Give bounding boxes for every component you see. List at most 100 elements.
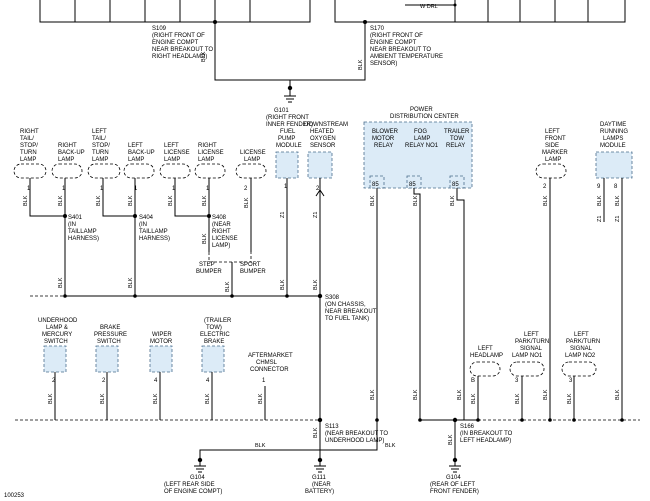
splice-s401-label: S401 (IN TAILLAMP HARNESS) [68,215,99,242]
svg-text:1: 1 [172,186,176,192]
svg-text:(RIGHT FRONT OF: (RIGHT FRONT OF [370,33,423,39]
svg-text:WIPER: WIPER [152,332,172,338]
svg-text:SWITCH: SWITCH [44,339,68,345]
svg-text:LICENSE: LICENSE [240,150,266,156]
svg-text:TAILLAMP: TAILLAMP [139,229,168,235]
svg-text:LAMP: LAMP [198,157,214,163]
svg-text:AMBIENT TEMPERATURE: AMBIENT TEMPERATURE [370,54,443,60]
svg-text:NEAR BREAKOUT TO: NEAR BREAKOUT TO [370,47,431,53]
svg-text:SIDE: SIDE [545,143,559,149]
svg-text:85: 85 [452,182,459,188]
svg-text:BRAKE: BRAKE [100,325,120,331]
splice-s308-label: S308 (ON CHASSIS, NEAR BREAKOUT TO FUEL … [325,295,377,322]
svg-text:BLK: BLK [202,233,208,244]
ground-g104-fender: G104 (REAR OF LEFT FRONT FENDER) [430,457,479,495]
svg-text:BLK: BLK [153,393,159,404]
svg-text:BLK: BLK [413,195,419,206]
svg-text:LEFT: LEFT [524,332,539,338]
svg-text:AFTERMARKET: AFTERMARKET [248,353,293,359]
ground-g104-engine: G104 (LEFT REAR SIDE OF ENGINE COMPT) [164,457,222,495]
svg-text:PARK/TURN: PARK/TURN [515,339,549,345]
svg-text:RIGHT: RIGHT [20,129,39,135]
svg-text:FRONT FENDER): FRONT FENDER) [430,489,479,495]
svg-text:LAMP: LAMP [164,157,180,163]
svg-text:DOWNSTREAM: DOWNSTREAM [304,122,348,128]
splice-s109-label: S109 (RIGHT FRONT OF ENGINE COMPT NEAR B… [152,26,213,60]
svg-text:SENSOR): SENSOR) [370,61,397,67]
svg-text:BLK: BLK [543,389,549,400]
svg-text:DISTRIBUTION CENTER: DISTRIBUTION CENTER [390,114,459,120]
svg-text:HARNESS): HARNESS) [139,236,170,242]
fuel-pump-module: FUEL PUMP MODULE 1 [275,129,302,190]
svg-text:PARK/TURN: PARK/TURN [566,339,600,345]
svg-text:CHMSL: CHMSL [256,360,278,366]
svg-text:TURN: TURN [92,150,109,156]
svg-text:SWITCH: SWITCH [97,339,121,345]
figure-id: 100253 [4,493,25,499]
svg-text:S109: S109 [152,26,167,32]
svg-text:NEAR BREAKOUT TO: NEAR BREAKOUT TO [152,47,213,53]
svg-text:BLK: BLK [370,195,376,206]
svg-text:PUMP: PUMP [278,136,295,142]
svg-text:1: 1 [206,186,210,192]
svg-text:BLK: BLK [58,277,64,288]
svg-text:LAMP: LAMP [545,157,561,163]
svg-text:BLK: BLK [168,195,174,206]
svg-text:LAMP: LAMP [58,157,74,163]
left-back-up-lamp: LEFT BACK-UP LAMP 1 [123,143,155,192]
svg-text:BLK: BLK [128,195,134,206]
splice-s404-label: S404 (IN TAILLAMP HARNESS) [139,215,170,242]
svg-text:LAMP: LAMP [128,157,144,163]
svg-text:8: 8 [614,184,618,190]
left-tail-stop-turn-lamp: LEFT TAIL/ STOP/ TURN LAMP 1 [87,129,121,192]
svg-text:PRESSURE: PRESSURE [94,332,127,338]
svg-text:BLK: BLK [450,195,456,206]
svg-text:S170: S170 [370,26,385,32]
svg-text:2: 2 [52,378,56,384]
svg-text:BLK: BLK [471,393,477,404]
svg-text:1: 1 [134,186,138,192]
svg-text:TOW): TOW) [206,325,222,331]
svg-text:ENGINE COMPT: ENGINE COMPT [152,40,199,46]
svg-text:2: 2 [543,184,547,190]
svg-text:CONNECTOR: CONNECTOR [250,367,289,373]
svg-text:BLK: BLK [96,195,102,206]
svg-text:MODULE: MODULE [276,143,302,149]
top-harness: W DRL BLK BLK S109 (RIGHT FRONT OF ENGIN… [39,0,626,128]
svg-text:TRAILER: TRAILER [444,129,470,135]
left-license-lamp: LEFT LICENSE LAMP 1 [159,143,191,192]
splice-s408-label: S408 (NEAR RIGHT LICENSE LAMP) [212,215,238,249]
svg-text:ENGINE COMPT: ENGINE COMPT [370,40,417,46]
svg-text:MARKER: MARKER [542,150,568,156]
svg-text:SPORT: SPORT [240,262,261,268]
svg-text:85: 85 [409,182,416,188]
splice-s166-label: S166 (IN BREAKOUT TO LEFT HEADLAMP) [460,424,513,444]
power-distribution-center: POWER DISTRIBUTION CENTER BLOWER MOTOR R… [363,107,473,189]
svg-text:(IN: (IN [68,222,76,228]
svg-text:LICENSE: LICENSE [198,150,224,156]
svg-text:BLK: BLK [413,389,419,400]
svg-text:RIGHT: RIGHT [212,229,231,235]
svg-text:BATTERY): BATTERY) [305,489,334,495]
downstream-heated-oxygen-sensor: DOWNSTREAM HEATED OXYGEN SENSOR 2 [304,122,348,192]
svg-text:S308: S308 [325,295,340,301]
left-park-turn-signal-lamp-no1: LEFT PARK/TURN SIGNAL LAMP NO1 3 [509,332,549,384]
svg-text:BLK: BLK [313,279,319,290]
svg-text:LICENSE: LICENSE [212,236,238,242]
svg-text:BUMPER: BUMPER [240,269,266,275]
svg-text:BACK-UP: BACK-UP [128,150,155,156]
lower-ground-wires: BLK BLK BLK BLK BLK BLK BLK BLK BLK BLK … [15,372,640,495]
svg-text:FUEL: FUEL [280,129,296,135]
left-park-turn-signal-lamp-no2: LEFT PARK/TURN SIGNAL LAMP NO2 3 [561,332,600,384]
svg-text:(IN: (IN [139,222,147,228]
svg-text:BLK: BLK [255,443,266,449]
daytime-running-lamps-module: DAYTIME RUNNING LAMPS MODULE 9 8 [595,122,633,190]
svg-text:RIGHT: RIGHT [198,143,217,149]
trailer-tow-electric-brake: (TRAILER TOW) ELECTRIC BRAKE 4 [200,318,232,384]
svg-text:STOP/: STOP/ [92,143,110,149]
svg-text:INNER FENDER): INNER FENDER) [266,122,313,128]
svg-text:FOG: FOG [414,129,427,135]
svg-text:(LEFT REAR SIDE: (LEFT REAR SIDE [164,482,215,488]
svg-text:BLK: BLK [615,195,621,206]
svg-text:BLK: BLK [448,434,454,445]
